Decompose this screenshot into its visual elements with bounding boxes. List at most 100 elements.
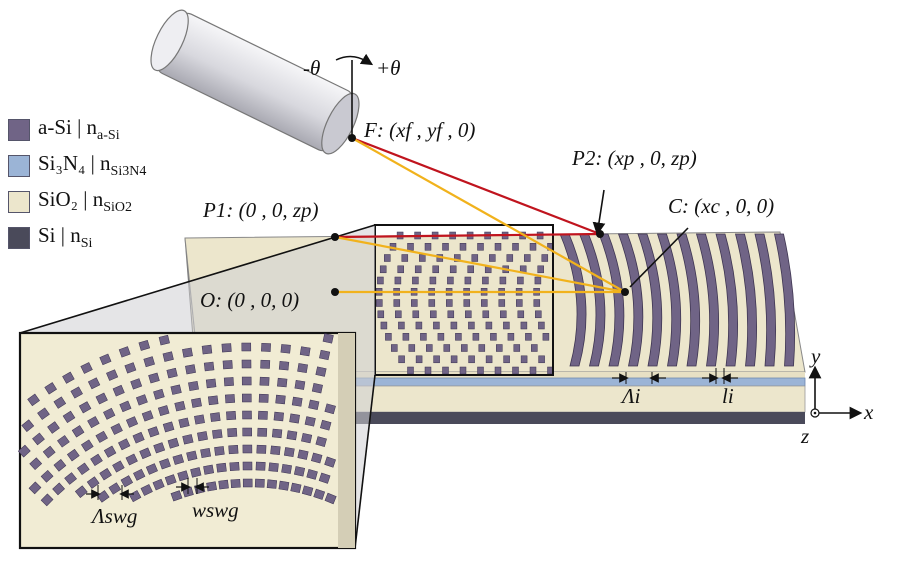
swg-pillar-inset — [254, 478, 265, 488]
swg-pillar-inset — [290, 482, 302, 494]
swg-pillar — [485, 355, 493, 364]
swg-pillar-inset — [62, 410, 76, 424]
swg-pillar-inset — [230, 478, 241, 489]
swg-pillar-inset — [124, 362, 137, 374]
swg-pillar — [449, 265, 457, 274]
swg-pillar-inset — [203, 361, 215, 372]
legend-label-sio2: SiO₂ | n — [38, 187, 104, 212]
swg-pillar-inset — [308, 399, 320, 410]
swg-pillar-inset — [145, 463, 158, 475]
swg-pillar-inset — [99, 353, 112, 366]
swg-pillar — [408, 344, 416, 352]
swg-pillar-inset — [158, 334, 170, 346]
swg-pillar — [537, 265, 544, 274]
swg-pillar — [424, 366, 432, 375]
swg-pillar — [385, 333, 392, 341]
swg-pillar-inset — [205, 378, 217, 389]
grating-tooth — [754, 233, 777, 367]
axis-y-label: y — [811, 344, 821, 368]
swg-pillar-inset — [299, 346, 311, 357]
swg-pillar — [517, 276, 524, 285]
swg-pillar — [402, 333, 410, 341]
swg-pillar-inset — [266, 479, 278, 489]
legend-swatch-a-si — [8, 119, 30, 141]
p2-leader — [592, 189, 606, 236]
legend-sub-si: Si — [80, 236, 93, 252]
swg-pillar — [471, 254, 479, 262]
swg-pillar-inset — [125, 453, 138, 466]
swg-pillar — [446, 299, 453, 307]
point-P2-label: P2: (xp , 0, zp) — [572, 146, 697, 170]
swg-pillar — [520, 321, 528, 330]
swg-pillar-inset — [157, 405, 170, 417]
swg-pillar — [454, 254, 461, 262]
swg-pillar — [432, 265, 439, 274]
swg-pillar-inset — [227, 428, 238, 438]
swg-pillar-inset — [28, 481, 42, 495]
swg-pillar-inset — [110, 423, 123, 435]
swg-pillar-inset — [87, 416, 100, 429]
swg-pillar-inset — [29, 457, 43, 471]
swg-pillar-inset — [125, 416, 139, 428]
swg-pillar-inset — [76, 462, 90, 476]
swg-pillar-inset — [322, 333, 334, 344]
swg-pillar — [461, 344, 468, 352]
swg-pillar — [398, 355, 405, 364]
swg-pillar-inset — [271, 428, 283, 439]
swg-pillar-inset — [283, 447, 295, 458]
swg-pillar — [420, 333, 427, 341]
swg-pillar-inset — [242, 461, 253, 471]
swg-pillar — [472, 333, 480, 341]
swg-pillar-inset — [242, 444, 253, 454]
swg-pillar — [455, 333, 462, 341]
swg-pillar — [541, 254, 549, 262]
swg-pillar-inset — [182, 347, 193, 358]
swg-pillar-inset — [270, 445, 281, 456]
swg-pillar-inset — [118, 438, 131, 451]
swg-pillar-inset — [135, 394, 148, 406]
swg-pillar-inset — [162, 421, 175, 433]
swg-pillar — [377, 310, 385, 319]
swg-pillar — [535, 310, 542, 319]
swg-pillar — [494, 366, 502, 375]
swg-pillar-inset — [297, 363, 308, 374]
swg-pillar-inset — [143, 356, 155, 368]
swg-pillar — [477, 243, 484, 251]
rotation-pos-label: +θ — [376, 56, 401, 80]
coordinate-axes — [808, 365, 863, 420]
swg-pillar — [520, 355, 528, 364]
swg-pillar-inset — [221, 343, 232, 353]
swg-pillar-inset — [315, 366, 327, 377]
swg-pillar-inset — [32, 432, 45, 446]
swg-pillar-inset — [291, 396, 303, 407]
swg-pillar-inset — [130, 378, 143, 390]
legend-sub-sio2: SiO2 — [103, 200, 133, 216]
swg-pillar-inset — [17, 444, 31, 458]
c-leader — [629, 227, 689, 288]
swg-pillar-inset — [242, 427, 252, 437]
swg-pillar — [442, 366, 449, 375]
swg-pillar-inset — [258, 393, 269, 403]
legend-item-a-si: a-Si | na-Si — [8, 112, 198, 148]
swg-pillar-inset — [224, 394, 236, 404]
swg-pillar — [534, 276, 542, 285]
swg-pillar — [538, 321, 545, 330]
swg-pillar-inset — [241, 359, 252, 369]
legend-label-si3n4: Si₃N₄ | n — [38, 151, 111, 176]
swg-pillar — [442, 243, 449, 251]
swg-pillar-inset — [318, 472, 331, 484]
swg-pillar-inset — [112, 460, 125, 473]
swg-pillar-inset — [223, 377, 234, 387]
swg-pillar-inset — [280, 344, 291, 354]
swg-pillar-inset — [164, 474, 177, 486]
swg-pillar-inset — [186, 450, 198, 462]
swg-pillar-inset — [216, 462, 227, 473]
swg-pillar-inset — [170, 490, 183, 502]
swg-pillar-inset — [242, 410, 252, 420]
legend-item-sio2: SiO₂ | nSiO2 — [8, 184, 198, 220]
swg-pillar — [503, 355, 510, 364]
swg-pillar-inset — [112, 384, 125, 397]
swg-pillar — [512, 243, 519, 251]
swg-pillar — [430, 310, 437, 319]
